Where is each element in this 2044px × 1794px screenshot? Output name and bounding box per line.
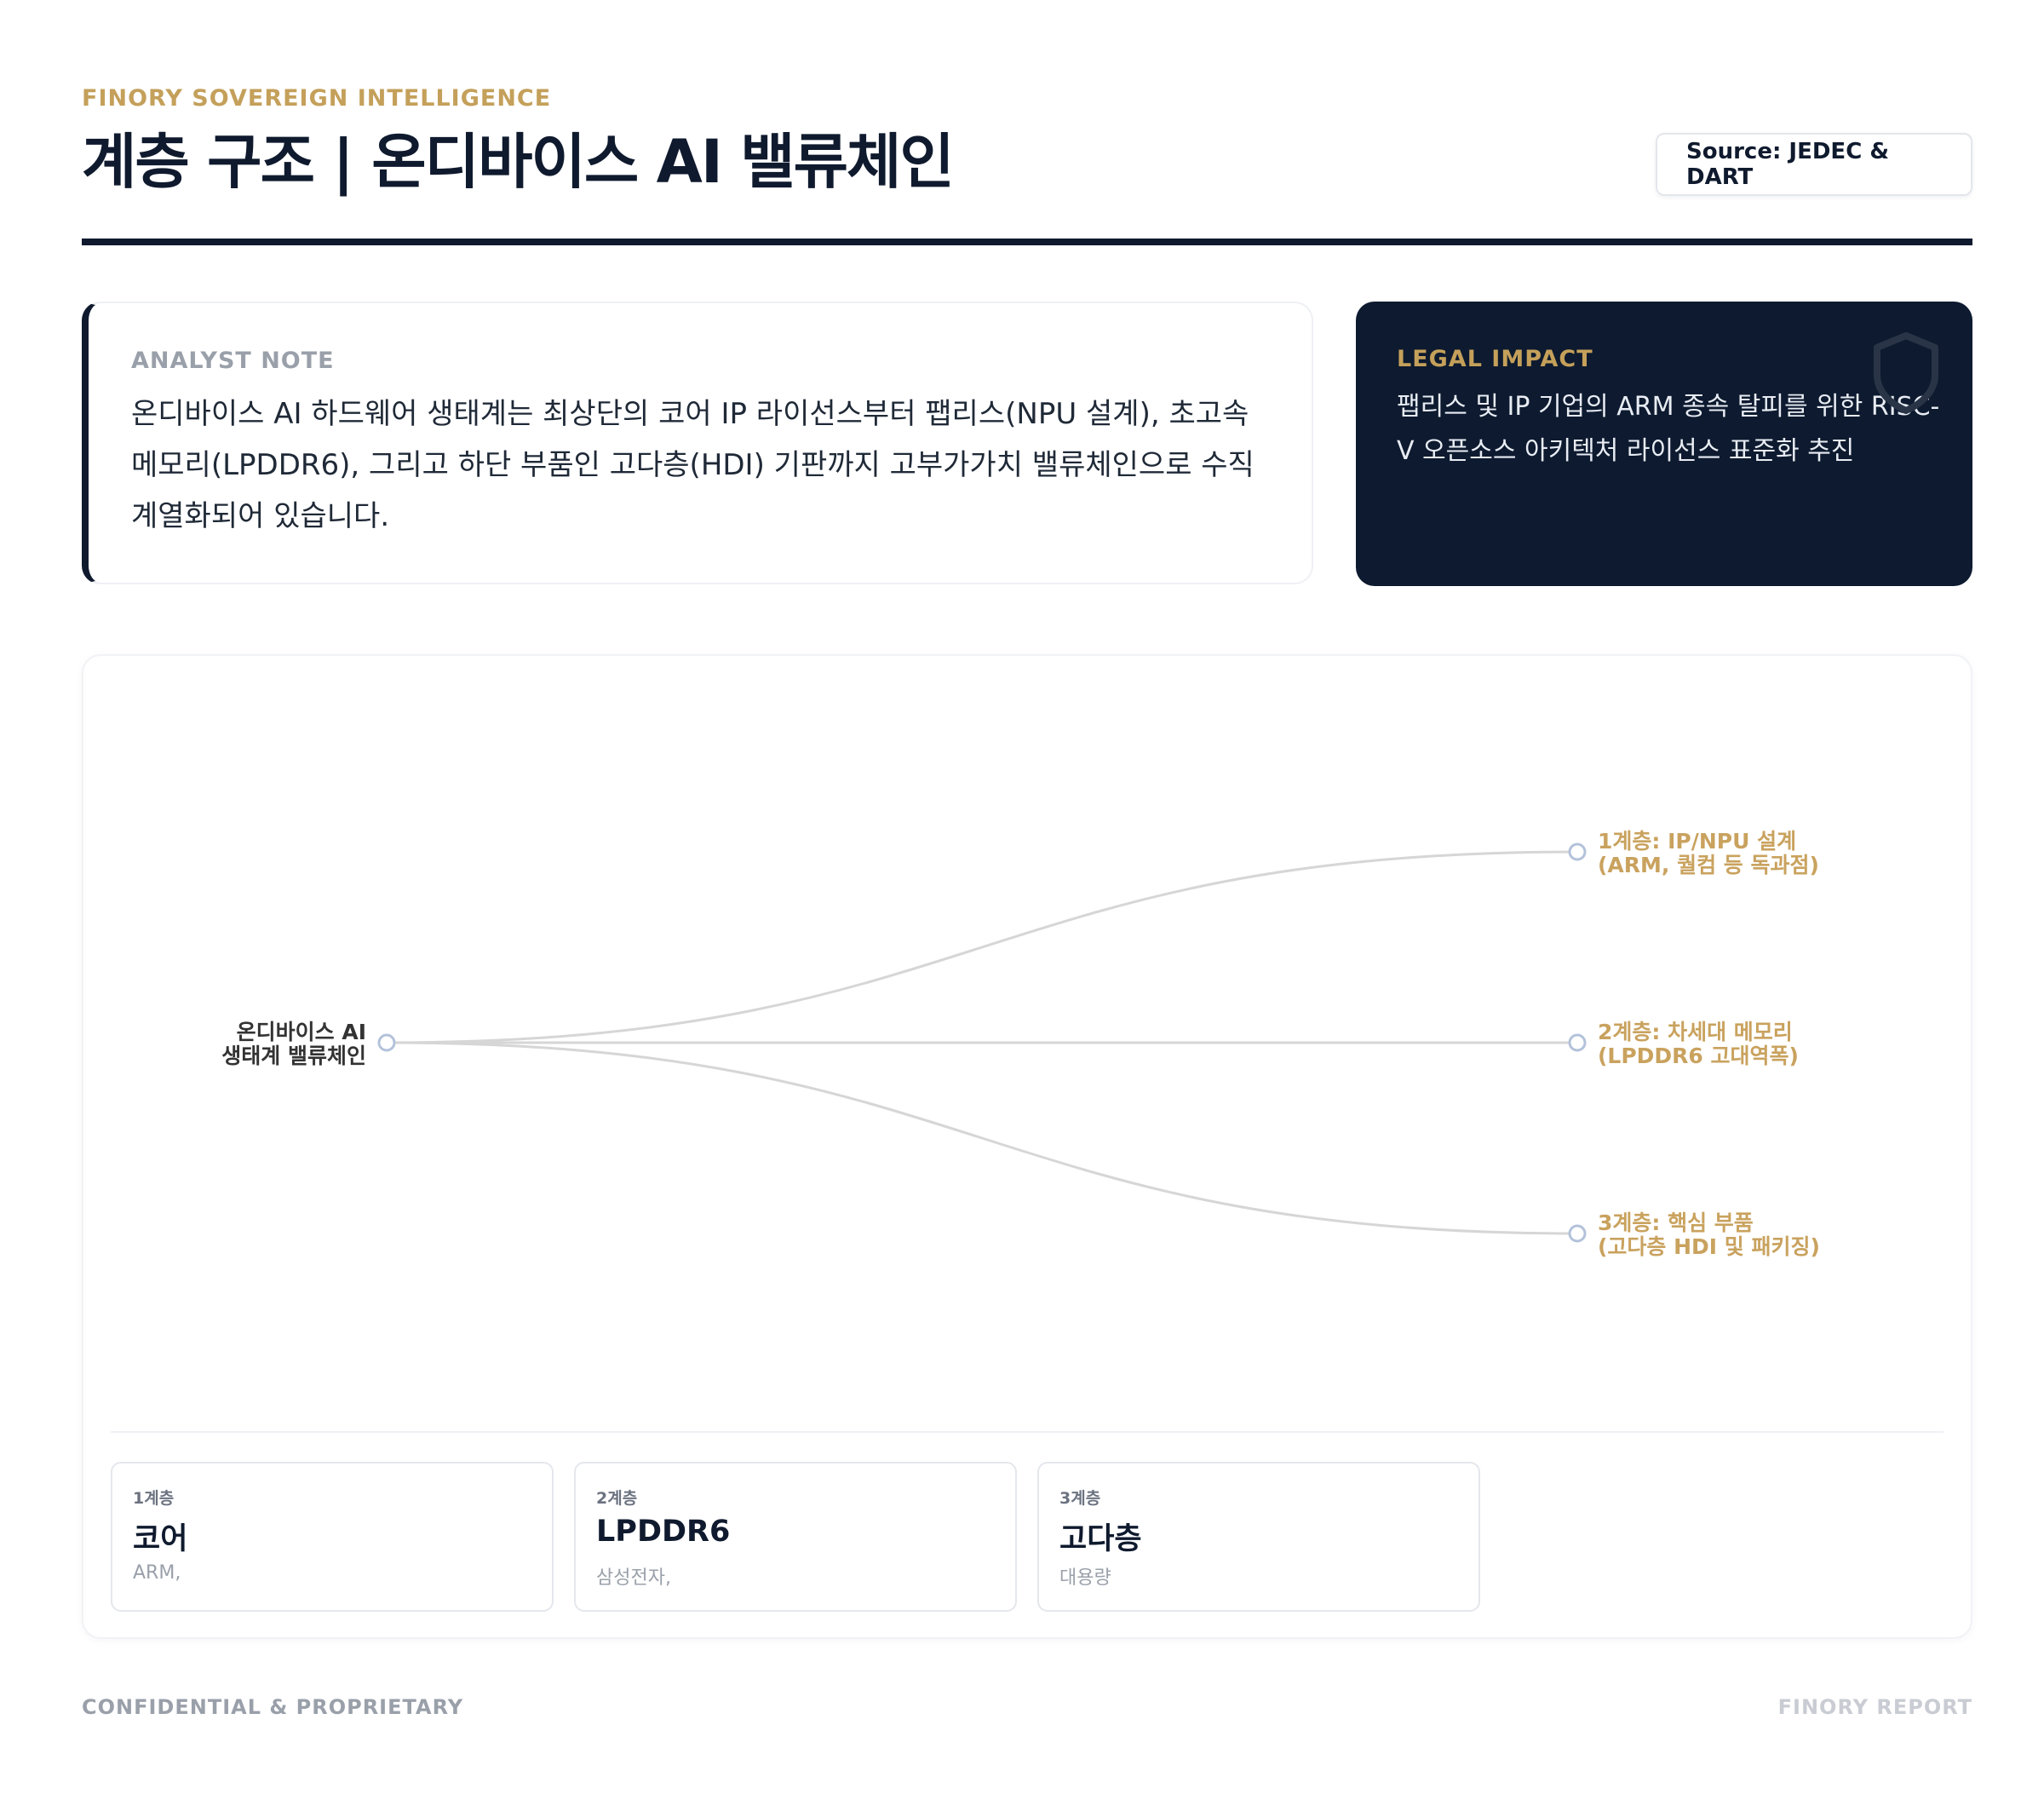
tier-tag: 2계층 [596,1489,638,1508]
child-label-line2: (고다층 HDI 및 패키징) [1598,1234,1820,1259]
tier-card-2: 2계층 LPDDR6 삼성전자, [574,1462,1017,1612]
report-page: FINORY SOVEREIGN INTELLIGENCE 계층 구조 | 온디… [82,0,1972,1794]
child-node [1568,1224,1587,1243]
legal-impact-text: 팹리스 및 IP 기업의 ARM 종속 탈피를 위한 RISC-V 오픈소스 아… [1397,392,1940,466]
child-label-line1: 3계층: 핵심 부품 [1598,1210,1754,1235]
header-divider [82,239,1972,245]
page-title: 계층 구조 | 온디바이스 AI 밸류체인 [82,127,955,197]
footer-brand: FINORY REPORT [1777,1695,1972,1719]
tier-card-1: 1계층 코어 ARM, [111,1462,554,1612]
child-label-line2: (LPDDR6 고대역폭) [1598,1044,1799,1068]
brand-eyebrow: FINORY SOVEREIGN INTELLIGENCE [82,85,552,112]
tree-link [386,1041,1578,1235]
tier-subtitle: ARM, [133,1562,181,1584]
tier-name: 코어 [133,1522,188,1556]
analyst-note-card: ANALYST NOTE 온디바이스 AI 하드웨어 생태계는 최상단의 코어 … [82,302,1313,584]
analyst-note-text: 온디바이스 AI 하드웨어 생태계는 최상단의 코어 IP 라이선스부터 팹리스… [131,397,1255,533]
child-node [1568,1033,1587,1052]
footer-confidential: CONFIDENTIAL & PROPRIETARY [82,1695,464,1719]
tier-tag: 1계층 [133,1489,175,1508]
tier-tag: 3계층 [1059,1489,1101,1508]
root-label-line2: 생태계 밸류체인 [221,1044,366,1068]
child-node [1568,842,1587,861]
tier-card-3: 3계층 고다층 대용량 [1037,1462,1480,1612]
legend-divider [111,1431,1944,1433]
source-badge: Source: JEDEC & DART [1656,133,1972,196]
tree-links [386,850,1578,1235]
root-label-line1: 온디바이스 AI [237,1020,366,1044]
tree-link [386,850,1578,1044]
legal-impact-label: LEGAL IMPACT [1397,346,1593,372]
child-label-line1: 2계층: 차세대 메모리 [1598,1020,1793,1044]
analyst-note-label: ANALYST NOTE [131,348,335,374]
tier-name: LPDDR6 [596,1515,731,1549]
legal-impact-card: LEGAL IMPACT 팹리스 및 IP 기업의 ARM 종속 탈피를 위한 … [1356,302,1972,586]
tier-subtitle: 삼성전자, [596,1567,671,1589]
child-label-line2: (ARM, 퀄컴 등 독과점) [1598,853,1819,877]
root-node [377,1033,396,1052]
child-label-line1: 1계층: IP/NPU 설계 [1598,829,1796,854]
tier-subtitle: 대용량 [1059,1567,1111,1589]
tier-name: 고다층 [1059,1522,1142,1556]
shield-icon [1874,332,1938,414]
